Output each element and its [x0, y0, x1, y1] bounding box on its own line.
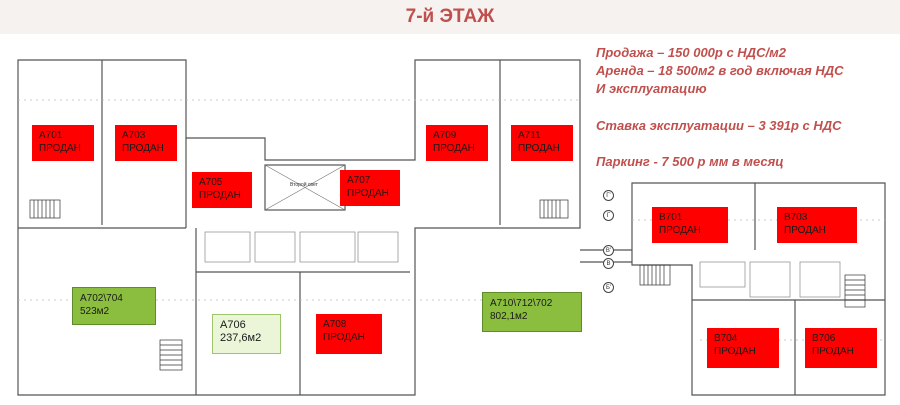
unit-status: ПРОДАН — [323, 332, 365, 343]
unit-status: ПРОДАН — [518, 143, 560, 154]
stair-right-2 — [844, 274, 866, 308]
unit-a711[interactable]: А711 ПРОДАН — [511, 125, 573, 161]
page-title: 7-й ЭТАЖ — [405, 6, 495, 27]
unit-area: 523м2 — [80, 306, 110, 317]
axis-marker: Г — [603, 210, 614, 221]
core-room — [299, 231, 356, 263]
unit-area: 237,6м2 — [220, 332, 262, 344]
unit-b703[interactable]: В703 ПРОДАН — [777, 207, 857, 243]
unit-b704[interactable]: В704 ПРОДАН — [707, 328, 779, 368]
stair-mid — [539, 199, 569, 219]
core-room — [357, 231, 399, 263]
void-label: Второй свет — [290, 182, 318, 188]
stair-left — [29, 199, 61, 219]
info-parking: Паркинг - 7 500 р мм в месяц — [596, 154, 784, 169]
unit-code: А711 — [518, 130, 541, 141]
unit-code: В703 — [784, 212, 808, 223]
unit-code: А706 — [220, 319, 246, 331]
unit-a707[interactable]: А707 ПРОДАН — [340, 170, 400, 206]
stair-bottom-left — [159, 339, 183, 371]
unit-code: А702\704 — [80, 293, 123, 304]
info-maintenance: Ставка эксплуатации – 3 391р с НДС — [596, 118, 842, 133]
unit-a705[interactable]: А705 ПРОДАН — [192, 172, 252, 208]
axis-marker: В — [603, 258, 614, 269]
unit-a710-712-702[interactable]: А710\712\702 802,1м2 — [482, 292, 582, 332]
unit-b706[interactable]: В706 ПРОДАН — [805, 328, 877, 368]
unit-status: ПРОДАН — [122, 143, 164, 154]
unit-status: ПРОДАН — [199, 190, 241, 201]
core-room — [799, 261, 841, 298]
unit-a702-704[interactable]: А702\704 523м2 — [72, 287, 156, 325]
stair-right — [639, 264, 671, 286]
wall-inner-left — [101, 60, 501, 228]
unit-status: ПРОДАН — [784, 225, 826, 236]
unit-status: ПРОДАН — [812, 346, 854, 357]
unit-status: ПРОДАН — [347, 188, 389, 199]
info-sale: Продажа – 150 000р с НДС/м2 — [596, 45, 786, 60]
wall-corridor — [18, 227, 410, 395]
axis-marker: Б' — [603, 282, 614, 293]
info-rent-2: И эксплуатацию — [596, 81, 707, 96]
unit-code: А703 — [122, 130, 146, 141]
unit-code: А705 — [199, 177, 223, 188]
unit-b701[interactable]: В701 ПРОДАН — [652, 207, 728, 243]
unit-code: В706 — [812, 333, 836, 344]
header-band — [0, 0, 900, 34]
unit-status: ПРОДАН — [714, 346, 756, 357]
core-room — [699, 261, 746, 288]
core-room — [254, 231, 296, 263]
axis-marker: Г' — [603, 190, 614, 201]
unit-a706[interactable]: А706 237,6м2 — [212, 314, 281, 354]
unit-code: А710\712\702 — [490, 298, 553, 309]
unit-a709[interactable]: А709 ПРОДАН — [426, 125, 488, 161]
core-room — [204, 231, 251, 263]
core-room — [749, 261, 791, 298]
unit-code: А709 — [433, 130, 457, 141]
info-rent: Аренда – 18 500м2 в год включая НДС — [596, 63, 844, 78]
unit-code: А708 — [323, 319, 347, 330]
unit-area: 802,1м2 — [490, 311, 528, 322]
unit-code: А701 — [39, 130, 63, 141]
unit-code: В704 — [714, 333, 738, 344]
unit-a708[interactable]: А708 ПРОДАН — [316, 314, 382, 354]
wall-right-block — [631, 182, 886, 396]
unit-code: В701 — [659, 212, 683, 223]
unit-status: ПРОДАН — [659, 225, 701, 236]
unit-a701[interactable]: А701 ПРОДАН — [32, 125, 94, 161]
axis-marker: В' — [603, 245, 614, 256]
unit-status: ПРОДАН — [433, 143, 475, 154]
unit-code: А707 — [347, 175, 371, 186]
unit-status: ПРОДАН — [39, 143, 81, 154]
unit-a703[interactable]: А703 ПРОДАН — [115, 125, 177, 161]
